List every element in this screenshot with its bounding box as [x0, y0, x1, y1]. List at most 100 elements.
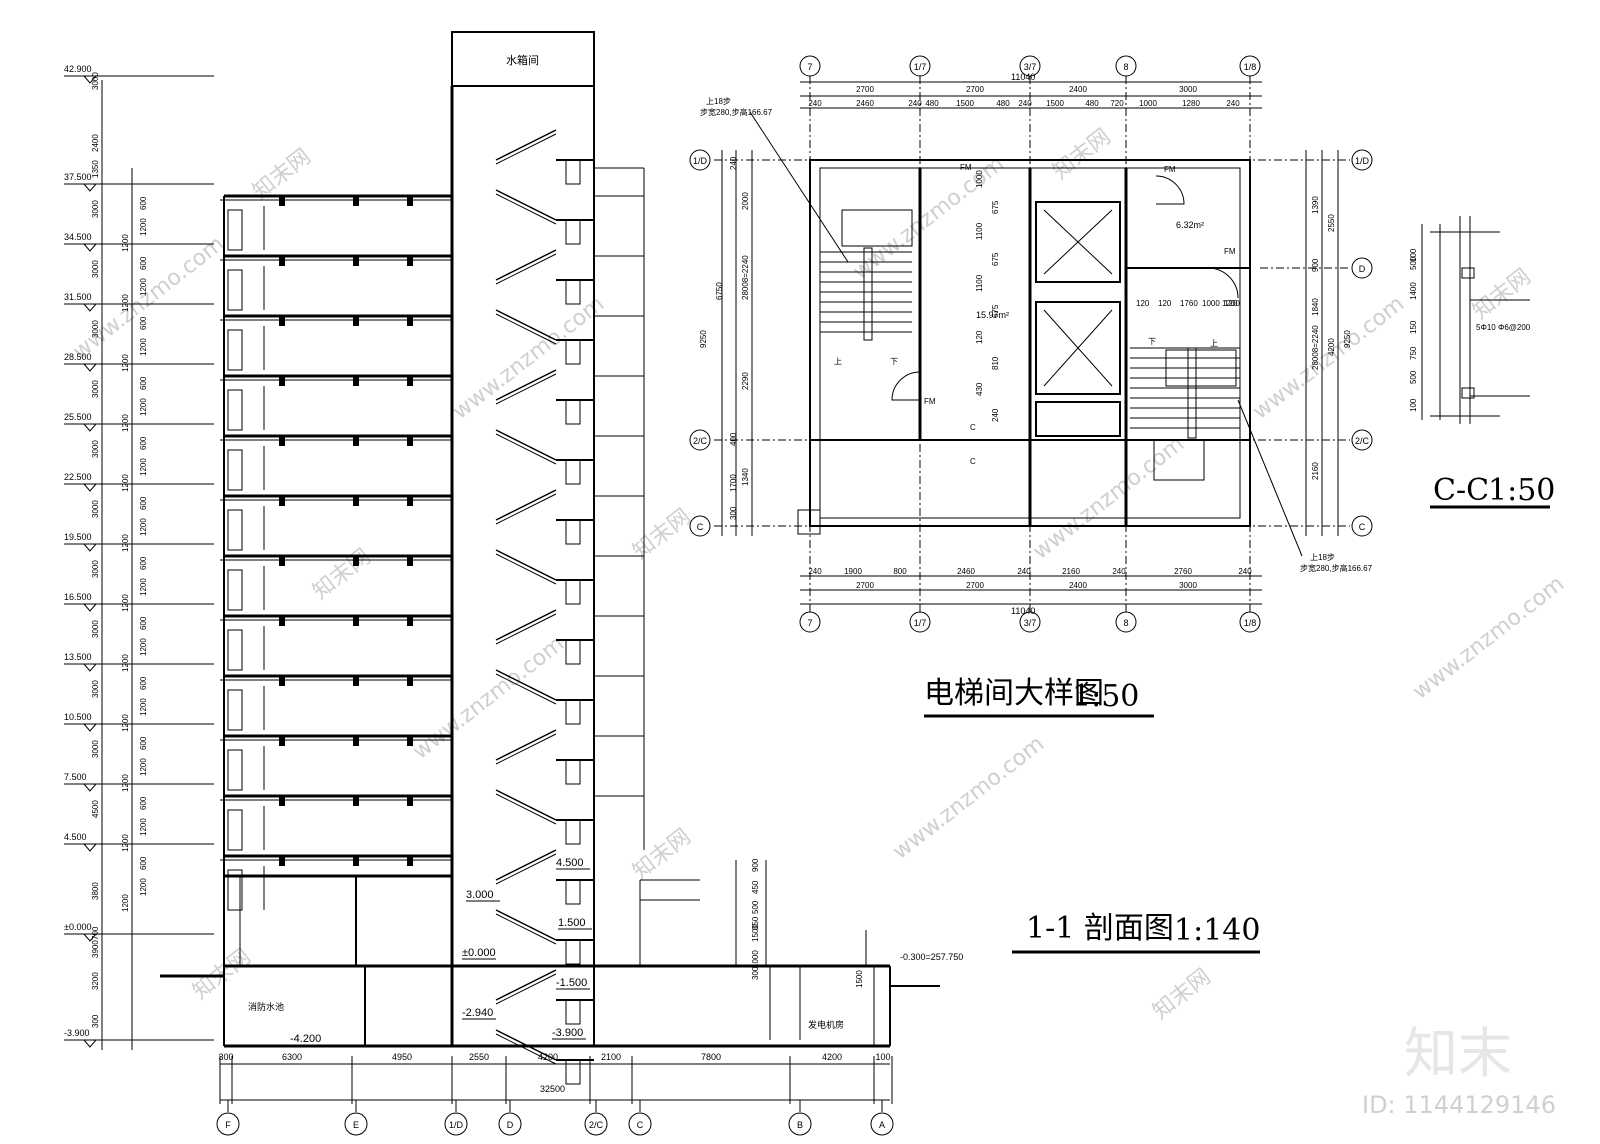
elevation-8: 16.500 — [64, 592, 92, 602]
right-dim-0: 900 — [751, 858, 760, 872]
sub-dim-600: 600 — [139, 556, 148, 570]
cc-dim-0: 100 — [1409, 248, 1418, 262]
stair-window — [566, 280, 580, 304]
plan-left-dim-6: 300 — [729, 506, 738, 520]
sub-dim-1200: 1200 — [139, 278, 148, 296]
plan-top-dim2-9: 720 — [1110, 99, 1124, 108]
area-label-2: 15.97m² — [976, 310, 1009, 320]
brand-logo: 知末 — [1404, 1022, 1512, 1085]
stair-note-steps-1: 上18步 — [706, 97, 731, 106]
beam — [279, 796, 285, 806]
left-dim-11: 3000 — [91, 680, 100, 698]
core-dim-7: 810 — [991, 356, 1000, 370]
plan-right-axis-1-circle — [1352, 258, 1372, 278]
stair-note-steps-2: 上18步 — [1310, 553, 1335, 562]
plan-top-dim-0: 2700 — [856, 85, 874, 94]
window — [228, 510, 242, 550]
elevation-marker — [84, 544, 96, 551]
stair-stringer — [496, 494, 556, 524]
sub-dim-600: 600 — [139, 436, 148, 450]
bottom-dim-8: 100 — [875, 1052, 890, 1062]
sub-dim-1200: 1200 — [139, 578, 148, 596]
section-title: 1-1 剖面图 — [1026, 911, 1174, 946]
right-dim-6: 300 — [751, 966, 760, 980]
plan-top-dim2-4: 1500 — [956, 99, 974, 108]
section-axis-6-circle — [789, 1113, 811, 1135]
elevation-5: 25.500 — [64, 412, 92, 422]
sub-dim-1200: 1200 — [139, 818, 148, 836]
elevation-marker — [84, 76, 96, 83]
window — [228, 270, 242, 310]
elevation-marker — [84, 484, 96, 491]
plan-top-dim2-1: 2460 — [856, 99, 874, 108]
sub-dim-1200b: 1200 — [121, 414, 130, 432]
plan-right-dim-0: 1390 — [1311, 196, 1320, 214]
left-dim-14: 3800 — [91, 882, 100, 900]
stair-flight — [496, 490, 556, 520]
beam — [279, 436, 285, 446]
stair-window — [566, 220, 580, 244]
plan-top-dim-2: 2400 — [1069, 85, 1087, 94]
watermark-text: www.znzmo.com — [68, 231, 229, 364]
plan-bot-dim-0: 2700 — [856, 581, 874, 590]
plan-left-axis-0-circle — [690, 150, 710, 170]
cc-rebar-note: 5Φ10 Φ6@200 — [1476, 323, 1531, 332]
stair-note-size-1: 步宽280,步高166.67 — [700, 107, 773, 117]
sub-dim-1200b: 1200 — [121, 234, 130, 252]
left-dim-12: 3000 — [91, 740, 100, 758]
plan-bot-dim1-1: 1900 — [844, 567, 862, 576]
sub-dim-1200b: 1200 — [121, 894, 130, 912]
plan-bot-dim1-6: 240 — [1112, 567, 1126, 576]
room-label-fire-pool: 消防水池 — [248, 1001, 284, 1012]
elevation-4: 28.500 — [64, 352, 92, 362]
fm-label-4: FM — [960, 163, 972, 172]
area-label-1: 6.32m² — [1176, 220, 1204, 230]
section-axis-5: C — [637, 1120, 644, 1130]
stair-window — [566, 460, 580, 484]
elevation-13: ±0.000 — [64, 922, 91, 932]
plan-bottom-axis-4: 1/8 — [1244, 618, 1257, 628]
sub-dim-600: 600 — [139, 736, 148, 750]
plan-left-dim-4: 1700 — [729, 474, 738, 492]
sub-dim-600: 600 — [139, 496, 148, 510]
sub-dim-1200: 1200 — [139, 218, 148, 236]
stair-window — [566, 340, 580, 364]
plan-bot-dim-2: 2400 — [1069, 581, 1087, 590]
elevation-marker — [84, 304, 96, 311]
cc-dim-4: 750 — [1409, 346, 1418, 360]
beam — [407, 256, 413, 266]
stair-window — [566, 880, 580, 904]
sub-dim-1200: 1200 — [139, 878, 148, 896]
core-hdim-3: 1000 1200 — [1202, 299, 1240, 308]
stair-level-3: ±0.000 — [462, 947, 496, 959]
window — [228, 210, 242, 250]
plan-top-dim-3: 3000 — [1179, 85, 1197, 94]
sub-dim-1200b: 1200 — [121, 474, 130, 492]
plan-right-axis-2-circle — [1352, 430, 1372, 450]
left-dim-16: 3900 — [91, 940, 100, 958]
left-dim-9: 3000 — [91, 560, 100, 578]
stair-flight — [496, 610, 556, 640]
plan-top-axis-0: 7 — [807, 62, 812, 72]
stair-window — [566, 580, 580, 604]
plan-right-dim-7: 9250 — [1343, 330, 1352, 348]
plan-left-dim-0: 6750 — [715, 282, 724, 300]
stair-stringer — [496, 974, 556, 1004]
left-dim-18: 300 — [91, 1014, 100, 1028]
left-dim-3: 3000 — [91, 200, 100, 218]
core-dim-1: 675 — [991, 200, 1000, 214]
core-hdim-2: 1760 — [1180, 299, 1198, 308]
plan-right-axis-3-circle — [1352, 516, 1372, 536]
plan-bot-dim1-2: 800 — [893, 567, 907, 576]
sub-dim-1200b: 1200 — [121, 654, 130, 672]
elevation-3: 31.500 — [64, 292, 92, 302]
section-drawing — [102, 32, 940, 1100]
elevation-marker — [84, 664, 96, 671]
stair-flight — [496, 250, 556, 280]
watermark-text: www.znzmo.com — [448, 291, 609, 424]
stair-stringer — [496, 794, 556, 824]
left-dim-17: 3200 — [91, 972, 100, 990]
watermark-text: 知末网 — [1148, 964, 1215, 1024]
sub-dim-600: 600 — [139, 196, 148, 210]
beam — [407, 436, 413, 446]
